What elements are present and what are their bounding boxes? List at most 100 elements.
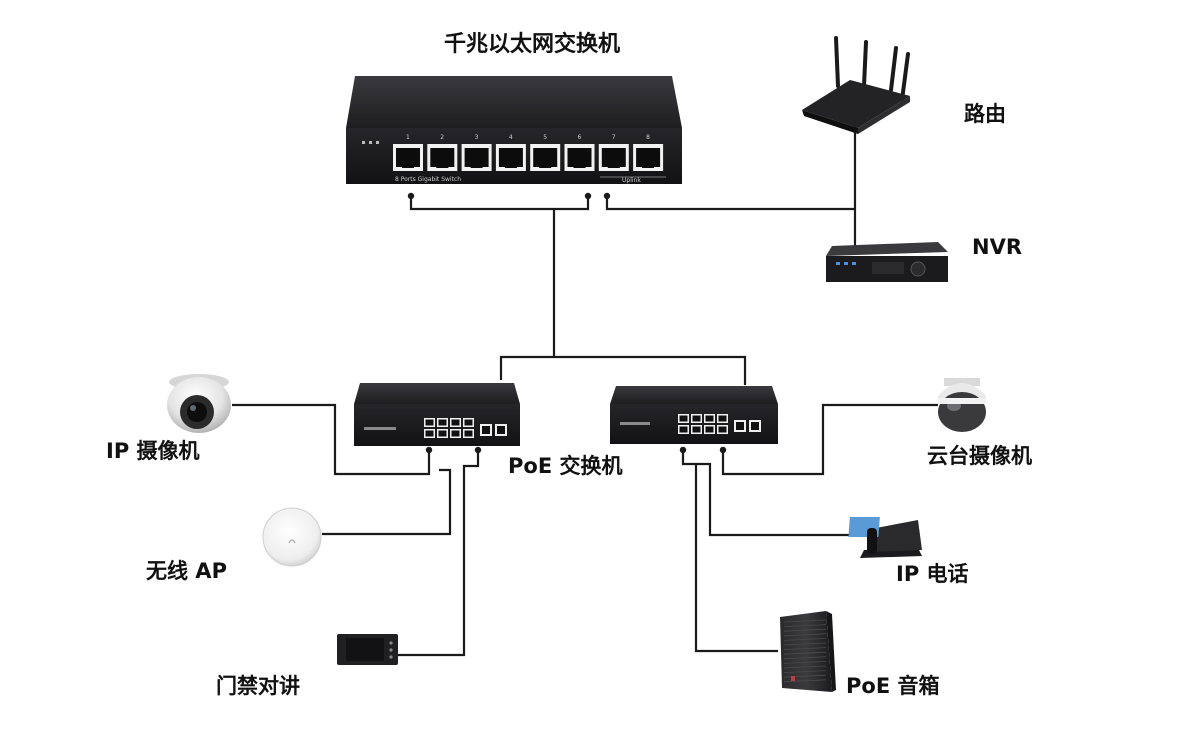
poe-port-socket: [705, 415, 714, 422]
speaker-grille-line: [783, 624, 827, 627]
switch-port-socket: [636, 148, 661, 167]
switch-top-face: [346, 76, 682, 128]
ip-camera-device: [167, 374, 231, 433]
nvr-button-panel: [872, 262, 904, 274]
ap-disc-edge: [262, 507, 322, 567]
switch-port-number: 8: [646, 134, 650, 141]
switch-port-socket: [533, 148, 558, 167]
ap-logo: [288, 539, 296, 544]
router-side: [858, 96, 910, 134]
camera-lens: [187, 402, 207, 422]
intercom-button: [389, 641, 393, 645]
port-dot: [719, 446, 727, 454]
poe-port-socket: [438, 419, 447, 426]
link-poe-split: [499, 355, 747, 385]
speaker-grille: [783, 619, 827, 683]
nvr-top: [826, 242, 948, 256]
router-antenna: [834, 36, 840, 88]
label-router: 路由: [964, 102, 1006, 126]
nvr-device: [826, 242, 948, 282]
switch-port-notch: [573, 165, 586, 168]
poe-switch-brand-strip: [364, 427, 396, 430]
poe-port-socket: [438, 430, 447, 437]
speaker-grille-line: [783, 619, 827, 623]
router-antenna: [889, 46, 898, 92]
switch-port-number: 1: [406, 134, 410, 141]
switch-port-socket: [464, 148, 489, 167]
label-nvr: NVR: [972, 235, 1022, 259]
switch-port-notch: [436, 165, 449, 168]
label-ip-camera: IP 摄像机: [106, 439, 200, 463]
link-door-intercom: [398, 450, 480, 657]
router-device: [802, 36, 910, 134]
poe-switch-port-row: [424, 418, 507, 438]
speaker-grille-line: [783, 670, 827, 673]
speaker-logo: [791, 676, 795, 681]
switch-model-text: 8 Ports Gigabit Switch: [395, 176, 461, 183]
link-ptz-camera: [721, 403, 938, 476]
wireless-ap-device: [262, 507, 322, 567]
poe-port-socket: [679, 415, 688, 422]
switch-uplink-text: Uplink: [622, 177, 641, 184]
ip-phone-device: [848, 517, 922, 558]
poe-port-socket: [425, 419, 434, 426]
switch-port-notch: [470, 165, 483, 168]
poe-port-socket: [692, 426, 701, 433]
connection-lines: [232, 108, 938, 657]
link-main-switch-trunk: [409, 196, 590, 211]
nvr-led: [852, 262, 856, 265]
ap-disc: [263, 508, 321, 566]
camera-lens-glint: [190, 405, 196, 411]
switch-port-notch: [539, 165, 552, 168]
intercom-button: [389, 655, 393, 659]
speaker-grille-line: [783, 661, 827, 664]
speaker-grille-line: [783, 656, 827, 660]
poe-uplink-socket: [751, 422, 759, 430]
switch-port-row: [393, 144, 664, 171]
switch-port-number: 3: [475, 134, 479, 141]
speaker-grille-line: [783, 679, 827, 683]
poe-port-socket: [718, 415, 727, 422]
phone-handset: [867, 528, 877, 554]
speaker-grille-line: [783, 647, 827, 650]
port-dot: [407, 192, 415, 200]
label-poe-speaker: PoE 音箱: [846, 674, 940, 698]
label-ptz-camera: 云台摄像机: [927, 444, 1032, 468]
nvr-led: [836, 262, 840, 265]
switch-port-number: 2: [440, 134, 444, 141]
poe-uplink-socket: [497, 426, 505, 434]
switch-port-notch: [402, 165, 414, 168]
poe-port-socket: [679, 426, 688, 433]
switch-port-socket: [498, 148, 523, 167]
ptz-collar: [938, 398, 986, 404]
switch-port-number: 5: [543, 134, 547, 141]
speaker-grille-line: [783, 651, 827, 655]
router-antenna: [900, 52, 910, 102]
switch-port-socket: [396, 148, 420, 167]
poe-switch-left-device: [354, 383, 520, 446]
switch-port-socket: [567, 148, 592, 167]
port-dot: [584, 192, 592, 200]
switch-port-number: 4: [509, 134, 513, 141]
speaker-grille-line: [783, 628, 827, 632]
poe-port-socket: [718, 426, 727, 433]
switch-led: [362, 141, 365, 144]
label-ip-phone: IP 电话: [896, 562, 969, 586]
speaker-grille-line: [783, 638, 827, 641]
port-dot: [603, 192, 611, 200]
poe-port-socket: [692, 415, 701, 422]
switch-led: [369, 141, 372, 144]
router-antenna: [862, 40, 868, 88]
speaker-body: [780, 611, 832, 692]
switch-port-notch: [504, 165, 517, 168]
speaker-side: [826, 611, 836, 692]
nvr-led: [844, 262, 848, 265]
label-wireless-ap: 无线 AP: [146, 559, 227, 583]
speaker-grille-line: [783, 633, 827, 637]
link-poe-speaker: [694, 464, 778, 653]
link-wireless-ap: [322, 468, 452, 536]
link-ip-camera: [232, 403, 431, 476]
